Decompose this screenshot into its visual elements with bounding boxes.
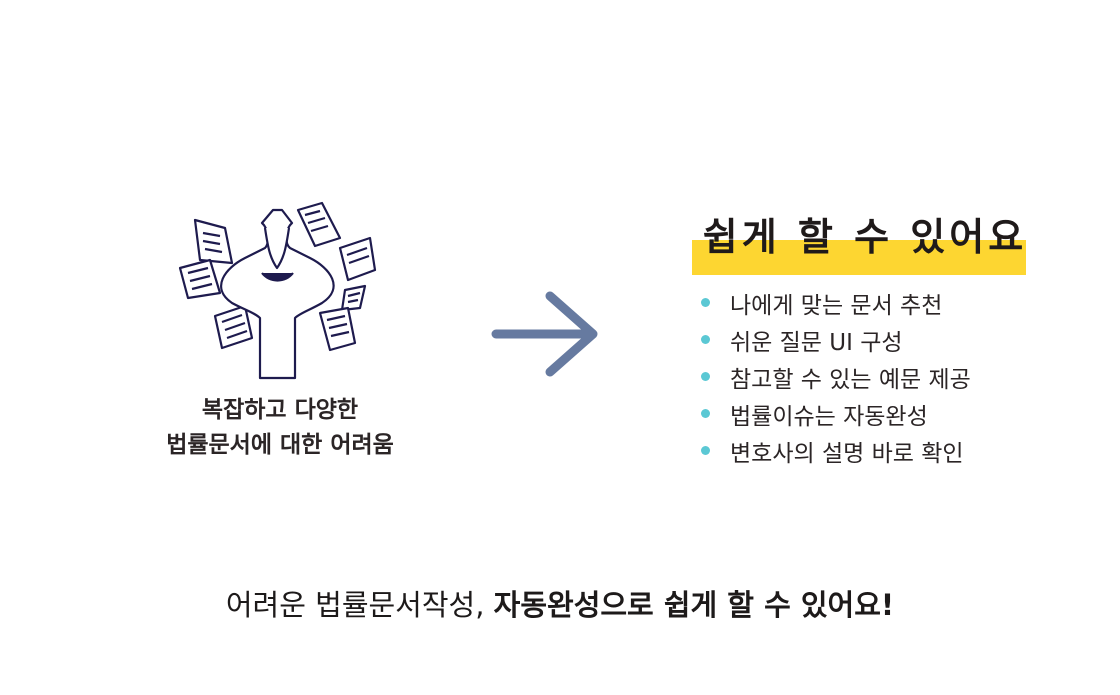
list-item-label: 변호사의 설명 바로 확인 <box>730 440 964 467</box>
list-item-label: 법률이슈는 자동완성 <box>730 403 928 430</box>
tagline-regular: 어려운 법률문서작성, <box>225 588 494 622</box>
caption-line-2: 법률문서에 대한 어려움 <box>166 432 394 458</box>
bullet-icon <box>701 335 710 344</box>
list-item-label: 쉬운 질문 UI 구성 <box>730 329 903 356</box>
list-item: 법률이슈는 자동완성 <box>698 395 971 432</box>
bottom-tagline: 어려운 법률문서작성, 자동완성으로 쉽게 할 수 있어요! <box>0 582 1120 624</box>
bullet-icon <box>701 372 710 381</box>
headline: 쉽게 할 수 있어요 <box>702 214 1028 259</box>
list-item: 나에게 맞는 문서 추천 <box>698 284 971 321</box>
headline-highlight <box>692 240 1026 275</box>
arrow-right-icon <box>491 291 598 377</box>
bullet-icon <box>701 298 710 307</box>
tagline-bold: 자동완성으로 쉽게 할 수 있어요! <box>493 588 895 622</box>
list-item: 변호사의 설명 바로 확인 <box>698 432 971 469</box>
caption-line-1: 복잡하고 다양한 <box>201 397 359 423</box>
stressed-person-with-papers-icon <box>178 201 377 380</box>
left-caption: 복잡하고 다양한 법률문서에 대한 어려움 <box>120 393 440 463</box>
list-item: 참고할 수 있는 예문 제공 <box>698 358 971 395</box>
feature-list: 나에게 맞는 문서 추천 쉬운 질문 UI 구성 참고할 수 있는 예문 제공 … <box>698 284 971 469</box>
list-item-label: 나에게 맞는 문서 추천 <box>730 292 943 319</box>
bullet-icon <box>701 409 710 418</box>
list-item-label: 참고할 수 있는 예문 제공 <box>730 366 971 393</box>
bullet-icon <box>701 446 710 455</box>
list-item: 쉬운 질문 UI 구성 <box>698 321 971 358</box>
